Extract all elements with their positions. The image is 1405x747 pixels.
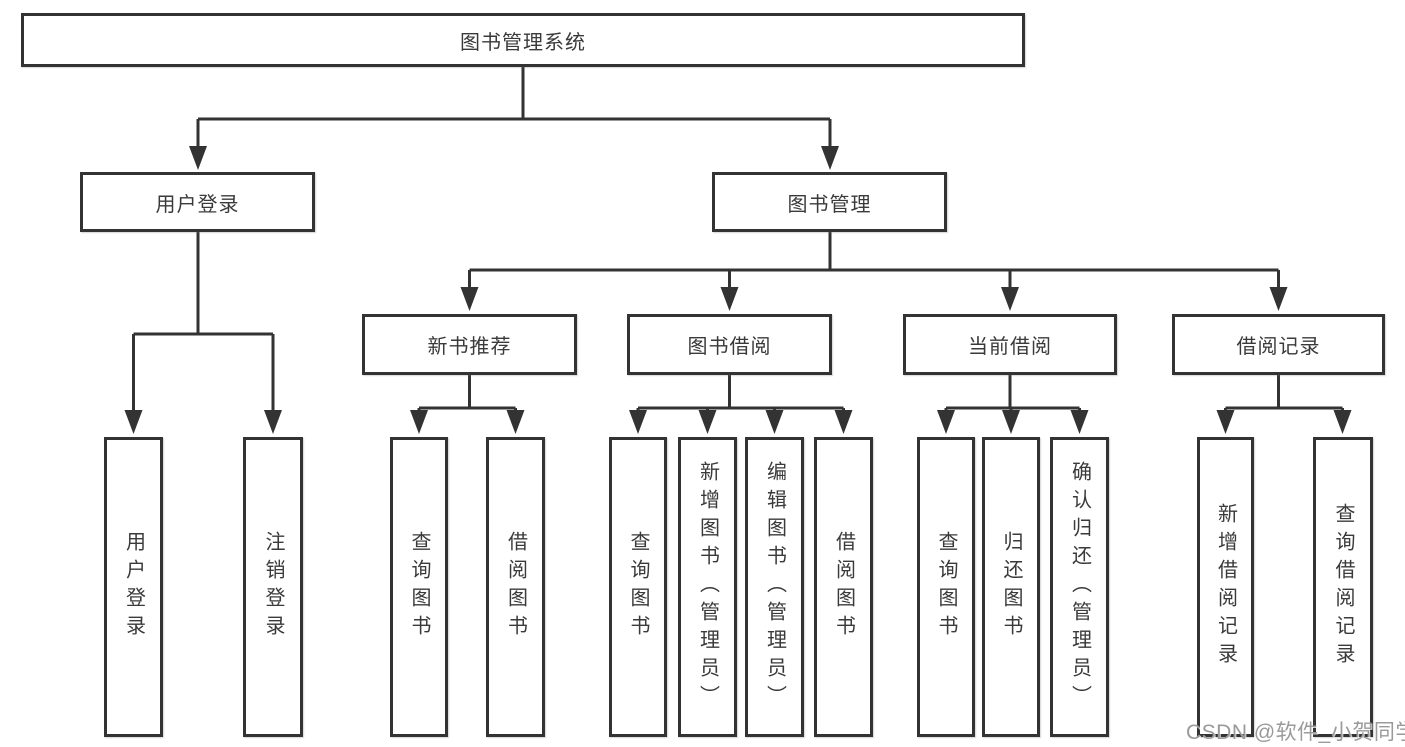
connector-new-book-to-leaves bbox=[417, 375, 517, 412]
connector-book-management-to-level3 bbox=[468, 232, 1280, 289]
node-current-borrowing: 当前借阅 bbox=[903, 314, 1117, 375]
node-book-management: 图书管理 bbox=[712, 172, 947, 232]
leaf-add-book-admin: 新增图书（管理员） bbox=[678, 437, 737, 737]
leaf-label: 借阅图书 bbox=[504, 531, 527, 643]
leaf-label: 查询借阅记录 bbox=[1332, 503, 1354, 671]
connector-user-login-to-leaves bbox=[132, 232, 275, 412]
arrow-to-leaf-edit-book bbox=[765, 410, 784, 434]
arrow-to-leaf-confirm-return bbox=[1070, 410, 1089, 434]
arrow-to-leaf-add-record bbox=[1216, 410, 1235, 434]
arrow-to-borrowing-records bbox=[1269, 287, 1288, 311]
arrow-to-current-borrowing bbox=[1001, 287, 1019, 311]
leaf-query-books-2: 查询图书 bbox=[609, 437, 667, 737]
arrow-to-book-borrowing bbox=[720, 287, 739, 311]
leaf-logout: 注销登录 bbox=[243, 437, 303, 737]
node-book-borrowing: 图书借阅 bbox=[627, 314, 832, 375]
node-user-login: 用户登录 bbox=[80, 172, 315, 232]
leaf-label: 归还图书 bbox=[1000, 531, 1022, 643]
node-borrowing-records: 借阅记录 bbox=[1172, 314, 1385, 375]
leaf-label: 查询图书 bbox=[408, 531, 430, 643]
node-label: 新书推荐 bbox=[427, 336, 512, 358]
connector-borrowing-records-to-leaves bbox=[1224, 375, 1344, 412]
leaf-borrow-books-1: 借阅图书 bbox=[486, 437, 545, 737]
arrow-to-leaf-logout bbox=[264, 410, 282, 434]
leaf-label: 确认归还（管理员） bbox=[1068, 461, 1091, 713]
arrow-to-leaf-query-record bbox=[1333, 410, 1352, 434]
arrow-to-user-login bbox=[189, 146, 207, 170]
leaf-return-books: 归还图书 bbox=[982, 437, 1040, 737]
leaf-add-borrow-record: 新增借阅记录 bbox=[1197, 437, 1254, 737]
leaf-label: 新增图书（管理员） bbox=[696, 461, 719, 713]
arrow-to-book-management bbox=[821, 146, 839, 170]
connector-current-borrowing-to-leaves bbox=[944, 375, 1081, 412]
node-label: 图书管理 bbox=[787, 193, 872, 216]
watermark-text: CSDN @软件_小贺同学 bbox=[1186, 721, 1405, 744]
connector-book-borrowing-to-leaves bbox=[636, 375, 845, 412]
node-label: 当前借阅 bbox=[968, 336, 1052, 358]
leaf-query-borrow-record: 查询借阅记录 bbox=[1313, 437, 1373, 737]
arrow-to-new-book bbox=[460, 287, 479, 311]
connector-root-to-level2 bbox=[196, 67, 832, 148]
leaf-confirm-return-admin: 确认归还（管理员） bbox=[1050, 437, 1109, 737]
arrow-to-leaf-query-books-3 bbox=[937, 410, 955, 434]
node-label: 图书借阅 bbox=[687, 336, 772, 358]
leaf-label: 注销登录 bbox=[262, 531, 284, 643]
node-new-book-recommendation: 新书推荐 bbox=[362, 314, 577, 375]
leaf-label: 新增借阅记录 bbox=[1214, 503, 1237, 671]
leaf-edit-book-admin: 编辑图书（管理员） bbox=[745, 437, 804, 737]
arrow-to-leaf-query-books-1 bbox=[410, 410, 428, 434]
leaf-query-books-3: 查询图书 bbox=[917, 437, 975, 737]
node-label: 用户登录 bbox=[155, 193, 240, 216]
leaf-user-login: 用户登录 bbox=[104, 437, 163, 737]
arrow-to-leaf-borrow-books-2 bbox=[834, 410, 853, 434]
arrow-to-leaf-user-login bbox=[124, 410, 143, 434]
arrow-to-leaf-borrow-books-1 bbox=[506, 410, 525, 434]
node-library-management-system: 图书管理系统 bbox=[21, 13, 1025, 67]
arrow-to-leaf-add-book bbox=[698, 410, 717, 434]
arrow-to-leaf-return-books bbox=[1002, 410, 1020, 434]
node-label: 图书管理系统 bbox=[460, 31, 586, 54]
leaf-borrow-books-2: 借阅图书 bbox=[814, 437, 873, 737]
node-label: 借阅记录 bbox=[1236, 336, 1321, 358]
leaf-label: 查询图书 bbox=[627, 531, 649, 643]
leaf-label: 查询图书 bbox=[935, 531, 957, 643]
leaf-label: 用户登录 bbox=[122, 531, 145, 643]
arrow-to-leaf-query-books-2 bbox=[629, 410, 647, 434]
leaf-label: 编辑图书（管理员） bbox=[763, 461, 786, 713]
leaf-query-books-1: 查询图书 bbox=[390, 437, 448, 737]
leaf-label: 借阅图书 bbox=[832, 531, 855, 643]
